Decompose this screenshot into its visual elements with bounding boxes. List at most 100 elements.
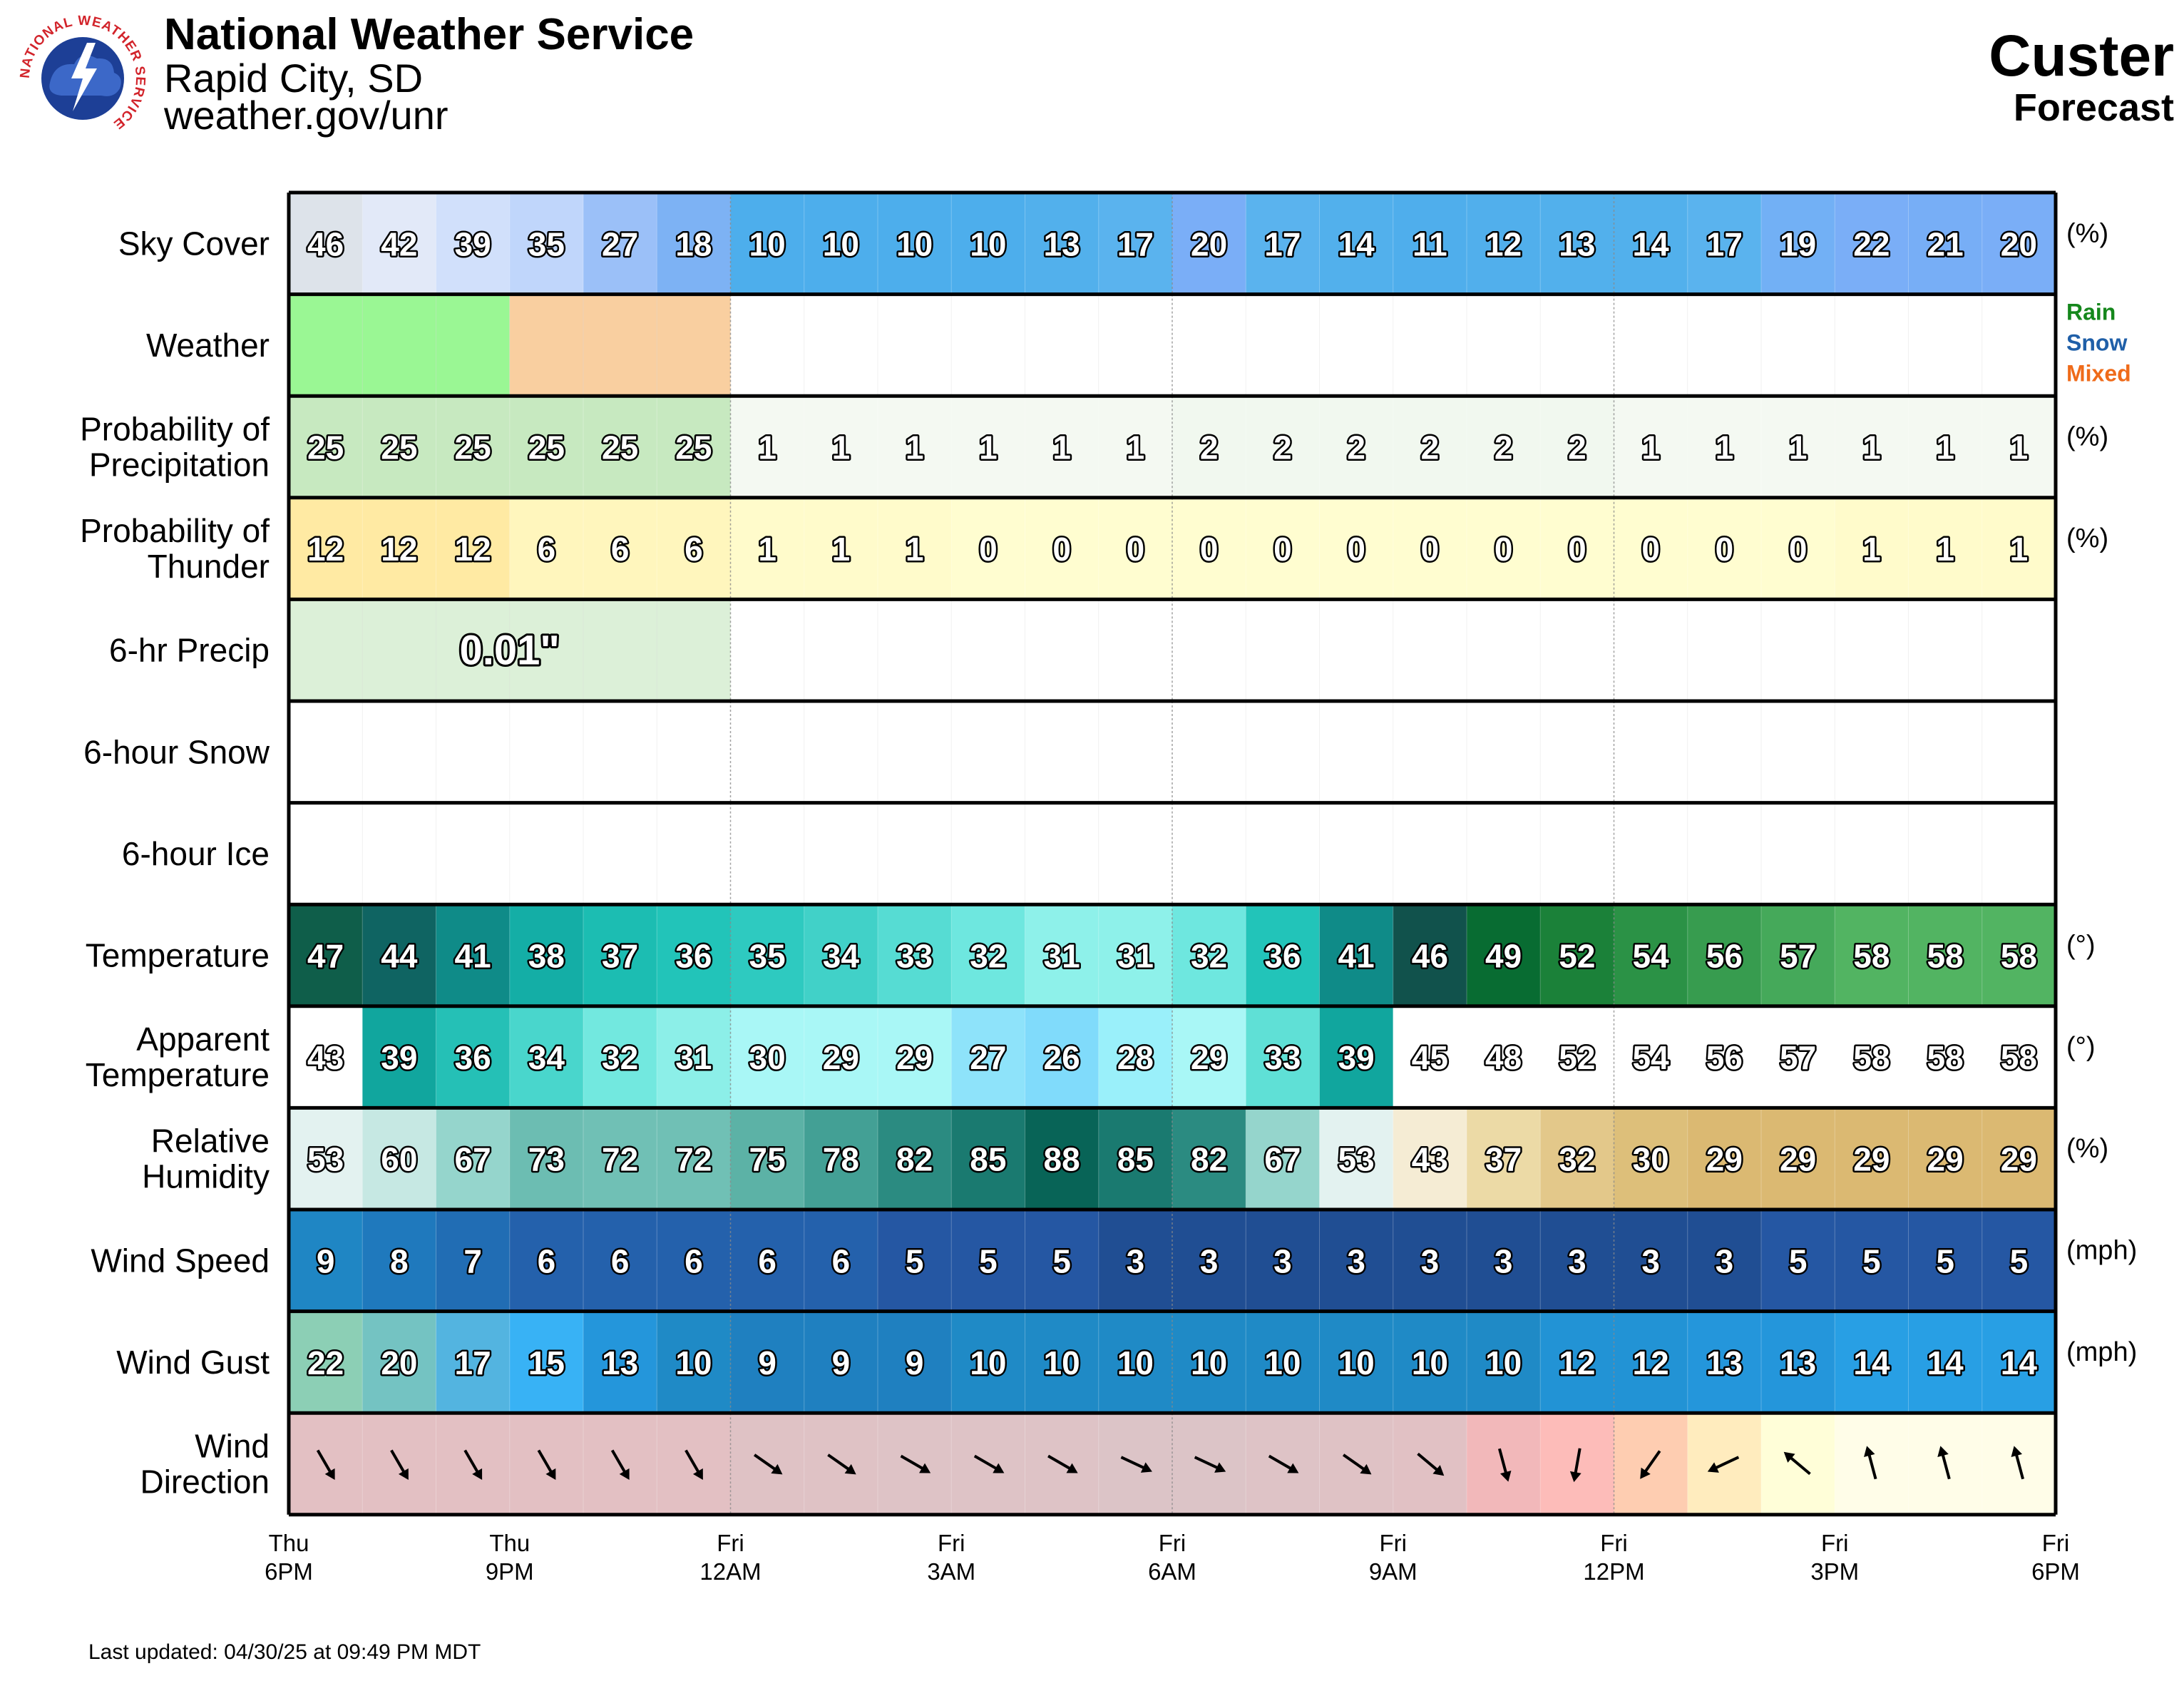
row-label: Sky Cover (118, 225, 270, 262)
cell-value: 20 (1191, 225, 1227, 262)
cell (730, 1311, 805, 1414)
cell (1172, 497, 1246, 600)
cell (1761, 193, 1835, 295)
cell-value: 2 (1200, 429, 1219, 466)
cell-value: 9 (906, 1344, 924, 1381)
row-label: Weather (146, 327, 270, 364)
cell (509, 1210, 584, 1312)
cell (1982, 1311, 2056, 1414)
cell (289, 904, 363, 1006)
cell-value: 42 (381, 225, 417, 262)
cell (1025, 904, 1099, 1006)
cell-value: 28 (1117, 1039, 1154, 1076)
row-label: Temperature (86, 1056, 270, 1093)
cell (436, 1006, 511, 1108)
cell (1172, 1006, 1246, 1108)
cell-value: 12 (1485, 225, 1522, 262)
cell (1025, 193, 1099, 295)
cell (1761, 1311, 1835, 1414)
cell-value: 53 (307, 1141, 344, 1178)
cell-value: 5 (2010, 1242, 2029, 1279)
cell-value: 12 (1559, 1344, 1595, 1381)
cell-value: 31 (1117, 938, 1154, 975)
cell (657, 497, 732, 600)
cell (289, 1108, 363, 1210)
wind-arrow (685, 1449, 703, 1481)
cell-value: 1 (906, 429, 924, 466)
cell (657, 1210, 732, 1312)
cell (1246, 1311, 1321, 1414)
wind-arrow (1268, 1454, 1299, 1473)
cell-value: 25 (675, 429, 712, 466)
cell (951, 1108, 1026, 1210)
cell (804, 497, 878, 600)
time-label-day: Fri (2042, 1530, 2069, 1556)
cell-value: 11 (1413, 225, 1447, 262)
cell-value: 25 (455, 429, 491, 466)
block (730, 294, 2056, 397)
cell-value: 3 (1273, 1242, 1292, 1279)
cell (1687, 497, 1762, 600)
cell-value: 32 (1191, 938, 1227, 975)
cell-value: 52 (1559, 1039, 1595, 1076)
block (289, 294, 510, 397)
cell-value: 1 (2010, 429, 2029, 466)
cell-value: 1 (1716, 429, 1734, 466)
cell (583, 193, 657, 295)
cell-value: 10 (970, 1344, 1006, 1381)
time-label-hour: 6PM (2031, 1558, 2080, 1585)
cell (436, 1108, 511, 1210)
cell (362, 396, 437, 498)
cell-value: 10 (1412, 1344, 1448, 1381)
row-label: Probability of (80, 512, 270, 549)
cell (1687, 193, 1762, 295)
cell (509, 1006, 584, 1108)
cell-value: 7 (463, 1242, 482, 1279)
block (730, 599, 2056, 701)
cell-value: 58 (2001, 1039, 2037, 1076)
cell-value: 1 (1641, 429, 1660, 466)
cell (1687, 1311, 1762, 1414)
cell (1025, 497, 1099, 600)
cell (878, 1210, 952, 1312)
cell (1614, 497, 1688, 600)
time-label-day: Fri (1159, 1530, 1186, 1556)
cell (1835, 497, 1909, 600)
cell-value: 15 (528, 1344, 565, 1381)
cell-value: 20 (381, 1344, 417, 1381)
cell-value: 6 (685, 531, 703, 568)
cell (1540, 1108, 1615, 1210)
cell-value: 17 (1117, 225, 1154, 262)
row-label: 6-hour Snow (83, 733, 270, 770)
cell-value: 12 (1633, 1344, 1669, 1381)
cell-value: 1 (2010, 531, 2029, 568)
cell-value: 41 (1338, 938, 1375, 975)
cell (1908, 1108, 1983, 1210)
cell-value: 19 (1780, 225, 1816, 262)
cell-value: 26 (1044, 1039, 1080, 1076)
cell-value: 6 (832, 1242, 851, 1279)
cell (1319, 1108, 1394, 1210)
cell (1540, 1006, 1615, 1108)
cell (1025, 1006, 1099, 1108)
cell (730, 904, 805, 1006)
cell (878, 396, 952, 498)
cell-value: 1 (758, 531, 776, 568)
cell (1835, 1311, 1909, 1414)
cell (1614, 1006, 1688, 1108)
cell-value: 29 (1853, 1141, 1890, 1178)
row-unit: (mph) (2066, 1235, 2137, 1265)
cell (657, 1311, 732, 1414)
cell-value: 1 (906, 531, 924, 568)
cell-value: 39 (1338, 1039, 1375, 1076)
cell (657, 1108, 732, 1210)
cell-value: 3 (1347, 1242, 1365, 1279)
cell-value: 73 (528, 1141, 565, 1178)
time-label-day: Fri (938, 1530, 965, 1556)
cell-value: 37 (1485, 1141, 1522, 1178)
cell-value: 20 (2001, 225, 2037, 262)
cell (1467, 1006, 1541, 1108)
wind-arrow (1640, 1450, 1661, 1479)
header-url[interactable]: weather.gov/unr (164, 93, 448, 138)
cell-value: 1 (1052, 429, 1071, 466)
